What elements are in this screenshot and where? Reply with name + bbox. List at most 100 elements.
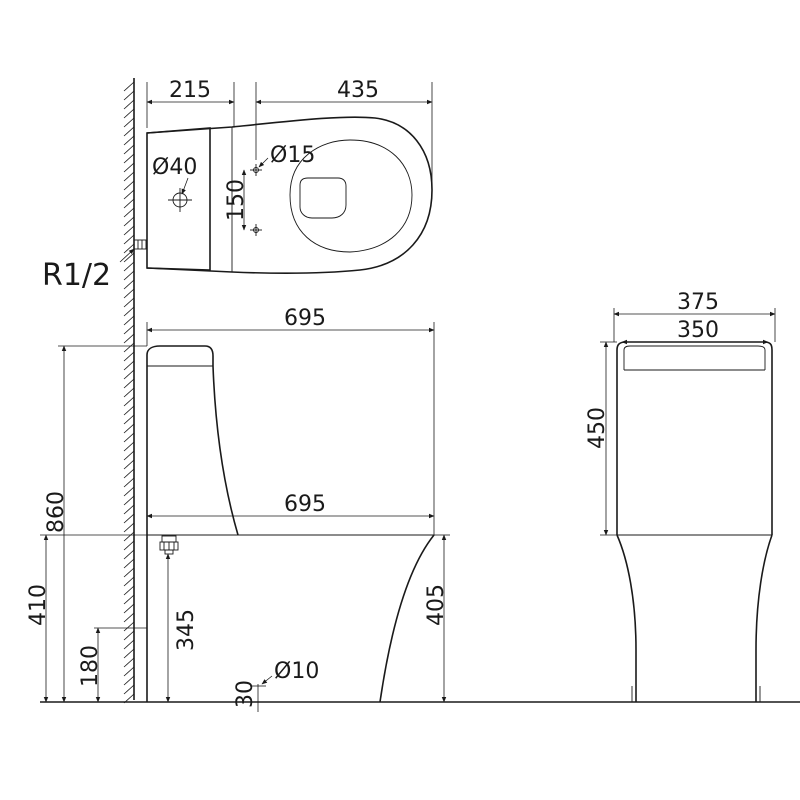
- dim-345: 345: [174, 609, 199, 651]
- dim-150: 150: [224, 179, 249, 221]
- front-view-tank: [616, 341, 773, 535]
- wall-hatch-line: [123, 666, 135, 677]
- wall-hatch-line: [123, 189, 135, 200]
- side-view-tank: [146, 345, 239, 536]
- wall-hatch-line: [123, 567, 135, 578]
- wall-hatch-line: [123, 126, 135, 137]
- wall-hatch-line: [123, 216, 135, 227]
- top-view-drain: [299, 177, 347, 219]
- wall-hatch-line: [123, 333, 135, 344]
- side-view-bowl: [146, 534, 435, 703]
- wall-hatch-line: [123, 207, 135, 218]
- wall-hatch-line: [123, 180, 135, 191]
- wall-hatch-line: [123, 621, 135, 632]
- wall-hatch-line: [123, 684, 135, 695]
- wall-hatch-line: [123, 90, 135, 101]
- dim-215: 215: [169, 78, 211, 103]
- wall-hatch-line: [123, 351, 135, 362]
- wall-hatch-line: [123, 234, 135, 245]
- wall-hatch-line: [123, 405, 135, 416]
- wall-hatch-line: [123, 504, 135, 515]
- wall-hatch-line: [123, 153, 135, 164]
- wall-hatch-line: [123, 540, 135, 551]
- wall-hatch-line: [123, 387, 135, 398]
- dim-695-mid: 695: [284, 492, 326, 517]
- wall-hatch-line: [123, 558, 135, 569]
- top-view-bowl-outline: [146, 116, 433, 275]
- wall-hatch-line: [123, 252, 135, 263]
- side-view: 695 695 860 410 180 345 405 30 Ø10: [26, 306, 450, 712]
- wall-hatch-line: [123, 225, 135, 236]
- wall-hatch-line: [123, 81, 135, 92]
- wall-hatch-line: [123, 450, 135, 461]
- dim-30: 30: [233, 680, 258, 708]
- wall-hatch-line: [123, 261, 135, 272]
- side-view-inlet-fitting: [159, 535, 179, 555]
- wall-hatch-line: [123, 522, 135, 533]
- wall-hatch-line: [123, 630, 135, 641]
- wall-hatch-line: [123, 576, 135, 587]
- wall-hatch-line: [123, 396, 135, 407]
- wall-hatch-line: [123, 288, 135, 299]
- wall-hatch-line: [123, 513, 135, 524]
- wall-hatch-line: [123, 585, 135, 596]
- dim-375: 375: [677, 290, 719, 315]
- water-inlet-valve: [133, 239, 147, 250]
- wall-hatch-line: [123, 324, 135, 335]
- wall-hatch-line: [123, 486, 135, 497]
- dim-fixing-hole-diameter: Ø15: [270, 143, 315, 168]
- top-view-tank: [146, 127, 211, 271]
- wall-hatch-line: [123, 477, 135, 488]
- wall-hatch-line: [123, 432, 135, 443]
- wall-hatch-line: [123, 675, 135, 686]
- front-view-bowl: [616, 534, 773, 702]
- wall-hatch-line: [123, 306, 135, 317]
- wall-hatch-line: [123, 495, 135, 506]
- wall-hatch-line: [123, 657, 135, 668]
- wall-hatch-line: [123, 342, 135, 353]
- dim-inlet-thread: R1/2: [42, 258, 111, 293]
- wall-hatch-line: [123, 648, 135, 659]
- wall-hatch-line: [123, 117, 135, 128]
- wall-hatch-line: [123, 378, 135, 389]
- wall-hatch-line: [123, 198, 135, 209]
- wall-hatch-line: [123, 108, 135, 119]
- wall-hatch-line: [123, 612, 135, 623]
- wall-hatch-line: [123, 162, 135, 173]
- dim-410: 410: [26, 584, 51, 626]
- wall-hatch-line: [123, 297, 135, 308]
- wall-hatch-line: [123, 99, 135, 110]
- dim-floor-bolt-diameter: Ø10: [274, 659, 319, 684]
- top-view-bowl-inner: [289, 139, 413, 253]
- front-view: 375 350 450: [585, 290, 776, 702]
- wall-hatch-line: [123, 441, 135, 452]
- dim-405: 405: [424, 584, 449, 626]
- wall-hatch-line: [123, 594, 135, 605]
- wall-hatching: [123, 81, 135, 704]
- wall-hatch-line: [123, 270, 135, 281]
- wall-hatch-line: [123, 315, 135, 326]
- dim-180: 180: [78, 645, 103, 687]
- dim-outlet-diameter: Ø40: [152, 155, 197, 180]
- wall-hatch-line: [123, 135, 135, 146]
- wall-hatch-line: [123, 468, 135, 479]
- wall-hatch-line: [123, 144, 135, 155]
- wall-hatch-line: [123, 459, 135, 470]
- wall-hatch-line: [123, 243, 135, 254]
- dim-860: 860: [44, 491, 69, 533]
- wall-hatch-line: [123, 360, 135, 371]
- dim-450: 450: [585, 407, 610, 449]
- dim-435: 435: [337, 78, 379, 103]
- top-view: 215 435 Ø40 Ø15 150 R1/2: [42, 78, 433, 293]
- wall-hatch-line: [123, 423, 135, 434]
- wall-hatch-line: [123, 171, 135, 182]
- wall-hatch-line: [123, 369, 135, 380]
- wall-hatch-line: [123, 414, 135, 425]
- wall: [123, 78, 135, 704]
- dim-695-top: 695: [284, 306, 326, 331]
- wall-hatch-line: [123, 639, 135, 650]
- dim-350: 350: [677, 318, 719, 343]
- wall-hatch-line: [123, 549, 135, 560]
- wall-hatch-line: [123, 603, 135, 614]
